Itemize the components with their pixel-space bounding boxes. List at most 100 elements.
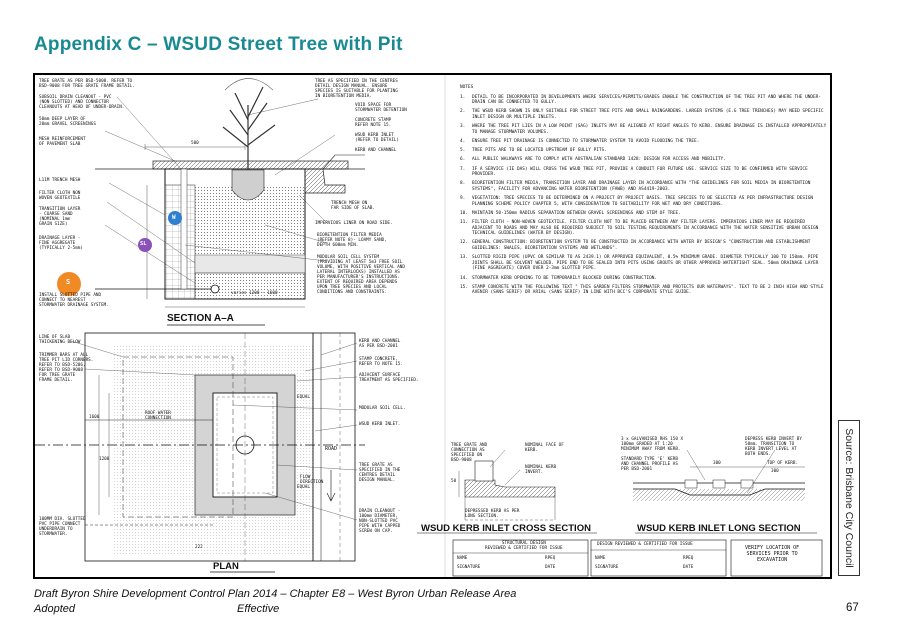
- label-mesh: MESH REINFORCEMENT OF PAVEMENT SLAB: [39, 137, 86, 147]
- label-stamp-concrete: STAMP CONCRETE, REFER TO NOTE 15.: [359, 357, 403, 367]
- label-trench-mesh: L11M TRENCH MESH: [39, 178, 81, 183]
- badge-sl-icon: [138, 238, 152, 252]
- label-d300-a: 300: [713, 461, 721, 466]
- badge-sl-letter: SL: [140, 241, 147, 247]
- label-d300-b: 300: [771, 469, 779, 474]
- label-adjacent: ADJACENT SURFACE TREATMENT AS SPECIFIED.: [359, 373, 419, 383]
- badge-w-icon: [168, 211, 182, 225]
- label-tree-spec: TREE AS SPECIFIED IN THE CENTRES DETAIL …: [315, 79, 398, 99]
- engineering-drawing: W SL S TREE GRATE AS PER BSD-5008. REFER…: [33, 73, 832, 579]
- label-screenings: 50mm DEEP LAYER OF 20mm GRAVEL SCREENING…: [39, 117, 96, 127]
- note-item: 8.BIORETENTION FILTER MEDIA, TRANSITION …: [460, 181, 811, 192]
- page-number: 67: [846, 602, 859, 614]
- label-kerb-inlet: WSUD KERB INLET (REFER TO DETAIL): [355, 133, 399, 143]
- footer-effective: Effective: [237, 603, 280, 615]
- tb-signature-2: SIGNATURE: [595, 565, 619, 570]
- tb-verify: VERIFY LOCATION OF SERVICES PRIOR TO EXC…: [745, 545, 800, 563]
- tb-design-reviewed: DESIGN REVIEWED & CERTIFIED FOR ISSUE: [597, 542, 693, 547]
- label-modular-cell: MODULAR SOIL CELL.: [359, 406, 406, 411]
- label-drain-cleanout: DRAIN CLEANOUT - 100mm DIAMETER, NON-SLO…: [359, 509, 401, 534]
- note-item: 5.TREE PITS ARE TO BE LOCATED UPSTREAM O…: [460, 148, 607, 154]
- long-section-title: WSUD KERB INLET LONG SECTION: [637, 523, 801, 534]
- note-item: 13.SLOTTED RIGID PIPE (UPVC OR SIMILAR T…: [460, 255, 819, 272]
- label-line-slab: LINE OF SLAB THICKENING BELOW: [39, 335, 81, 345]
- tb-rpeq-2: RPEQ: [683, 556, 694, 561]
- label-standard-type: STANDARD TYPE 'E' KERB AND CHANNEL PROFI…: [621, 457, 678, 472]
- label-slotted: INSTALL SLOTTED PIPE AND CONNECT TO NEAR…: [39, 293, 109, 308]
- kerb-inlet-cross-section-drawing: [458, 449, 556, 521]
- tb-structural: STRUCTURAL DESIGN REVIEWED & CERTIFIED F…: [485, 541, 563, 551]
- note-item: 7.IF A SERVICE (IE DAS) WILL CROSS THE W…: [460, 166, 808, 178]
- notes-panel: NOTES 1.DETAIL TO BE INCORPORATED IN DEV…: [460, 85, 828, 300]
- label-dim-222: 222: [195, 545, 203, 550]
- label-depress-kerb: DEPRESS KERB INVERT BY 50mm. TRANSITION …: [745, 437, 802, 457]
- label-nominal-face: NOMINAL FACE OF KERB.: [525, 443, 564, 453]
- note-item: 1.DETAIL TO BE INCORPORATED IN DEVELOPME…: [460, 94, 821, 106]
- label-filter-cloth: FILTER CLOTH NON WOVEN GEOTEXTILE: [39, 191, 81, 201]
- label-flow: FLOW DIRECTION: [300, 475, 324, 485]
- plan-drawing: [35, 332, 365, 562]
- label-varies: varies 1200 - 1600: [231, 291, 278, 296]
- tb-date-2: DATE: [683, 565, 694, 570]
- badge-w-letter: W: [172, 214, 176, 221]
- label-inlet-tree-grate: TREE GRATE AND CONNECTION AS SPECIFIED O…: [451, 443, 488, 463]
- note-item: 4.ENSURE TREE PIT DRAINAGE IS CONNECTED …: [460, 138, 700, 144]
- note-item: 12.GENERAL CONSTRUCTION: BIORETENTION SY…: [460, 240, 811, 251]
- drawing-linework: [35, 75, 823, 577]
- label-road: ROAD: [325, 446, 338, 452]
- label-modular: MODULAR SOIL CELL SYSTEM (PROVIDING AT L…: [317, 255, 405, 295]
- note-item: 14.STORMWATER KERB OPENING TO BE TEMPORA…: [460, 275, 658, 281]
- label-transition: TRANSITION LAYER - COARSE SAND (NOMINAL …: [39, 207, 81, 227]
- tb-name-1: NAME: [457, 556, 468, 561]
- source-credit: Source: Brisbane City Council: [843, 428, 855, 568]
- label-roof-water: ROOF WATER CONNECTION: [145, 411, 171, 421]
- note-item: 6.ALL PUBLIC WALKWAYS ARE TO COMPLY WITH…: [460, 157, 726, 163]
- label-subsoil: SUBSOIL DRAIN CLEANOUT - PVC (NON SLOTTE…: [39, 95, 125, 110]
- label-kerb-channel: KERB AND CHANNEL: [355, 148, 397, 153]
- label-depressed: DEPRESSED KERB AS PER LONG SECTION.: [465, 509, 520, 519]
- section-a-a-title: SECTION A–A: [167, 313, 234, 324]
- label-equal-2: EQUAL: [297, 485, 310, 490]
- note-item: 10.MAINTAIN 50-150mm RADIUS SEPARATION B…: [460, 210, 681, 216]
- tb-date-1: DATE: [545, 565, 556, 570]
- note-item: 3.WHERE THE TREE PIT LIES IN A LOW POINT…: [460, 124, 827, 135]
- label-d50: 50: [451, 479, 457, 484]
- note-item: 15.STAMP CONCRETE WITH THE FOLLOWING TEX…: [460, 284, 824, 296]
- tb-name-2: NAME: [595, 556, 606, 561]
- label-galvanised: 3 x GALVANISED RHS 150 X 100mm GRADED AT…: [621, 437, 684, 452]
- label-dim-1200: 1200: [99, 457, 110, 462]
- source-box: [838, 420, 860, 576]
- footer-document-title: Draft Byron Shire Development Control Pl…: [34, 588, 517, 600]
- plan-title: PLAN: [213, 561, 239, 572]
- label-top-kerb: TOP OF KERB.: [767, 461, 799, 466]
- label-equal-1: EQUAL: [297, 395, 310, 400]
- note-item: 11.FILTER CLOTH - NON-WOVEN GEOTEXTILE. …: [460, 220, 819, 237]
- section-a-a-drawing: [95, 78, 365, 308]
- label-trench-far: TRENCH MESH ON FAR SIDE OF SLAB.: [331, 201, 375, 211]
- label-liner: IMPERVIOUS LINER ON ROAD SIDE.: [315, 221, 393, 226]
- label-stamp: CONCRETE STAMP REFER NOTE 15.: [355, 118, 392, 128]
- label-nominal-invert: NOMINAL KERB INVERT.: [525, 465, 557, 475]
- label-dim-500: 500: [191, 141, 199, 146]
- label-trimmer: TRIMMER BARS AT ALL TREE PIT LID CORNERS…: [39, 353, 94, 383]
- kerb-inlet-long-section-drawing: [633, 449, 805, 501]
- label-plan-tree-grate: TREE GRATE AS SPECIFIED IN THE CENTRES D…: [359, 463, 401, 483]
- cross-section-title: WSUD KERB INLET CROSS SECTION: [421, 523, 591, 534]
- notes-heading: NOTES: [460, 85, 474, 90]
- label-kerb-channel-bsd: KERB AND CHANNEL AS PER BSD-2001: [359, 339, 401, 349]
- label-dim-1600: 1600: [89, 415, 100, 420]
- tb-signature-1: SIGNATURE: [457, 565, 481, 570]
- label-tree-grate: TREE GRATE AS PER BSD-5008. REFER TO BSD…: [39, 79, 135, 89]
- page-title: Appendix C – WSUD Street Tree with Pit: [34, 34, 403, 55]
- badge-s-icon: [57, 272, 81, 296]
- label-plan-kerb-inlet: WSUD KERB INLET.: [359, 422, 401, 427]
- label-drainage: DRAINAGE LAYER - FINE AGGREGATE (TYPICAL…: [39, 236, 83, 251]
- note-item: 9.VEGETATION: TREE SPECIES TO BE DETERMI…: [460, 196, 813, 207]
- label-void: VOID SPACE FOR STORMWATER DETENTION: [355, 103, 407, 113]
- badge-s-letter: S: [66, 278, 71, 286]
- note-item: 2.THE WSUD KERB SHOWN IS ONLY SUITABLE F…: [460, 109, 824, 120]
- label-filter-media: BIORETENTION FILTER MEDIA (REFER NOTE 8)…: [317, 233, 387, 248]
- tb-rpeq-1: RPEQ: [545, 556, 556, 561]
- footer-status: Adopted: [34, 603, 75, 615]
- label-upvc: 100MM DIA. SLOTTED PVC PIPE CONNECT UNDE…: [39, 517, 86, 537]
